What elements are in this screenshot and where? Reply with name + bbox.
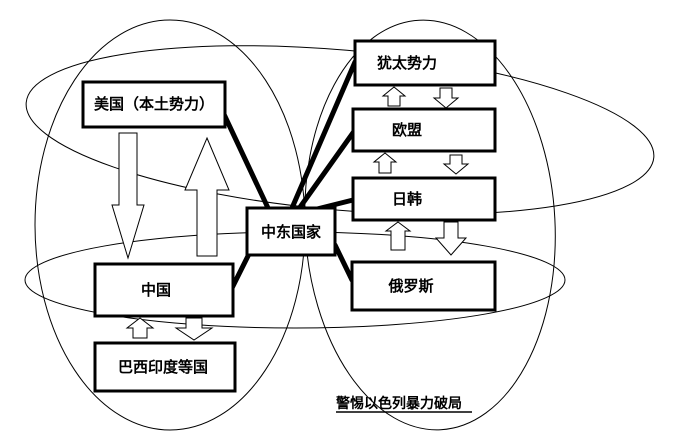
arrow-up-japan-korea-to-eu [372, 152, 398, 174]
line-middle-east-eu [295, 127, 358, 213]
arrow-down-usa-to-china [111, 132, 145, 260]
label-japan-korea: 日韩 [392, 190, 422, 208]
line-china-middle-east [229, 249, 253, 291]
box-middle-east [245, 206, 337, 257]
arrow-up-china-to-usa [184, 136, 230, 257]
arrows [111, 86, 470, 341]
box-brazil-india [93, 341, 237, 393]
arrow-down-eu-to-japan-korea [442, 154, 470, 175]
box-china [93, 262, 235, 318]
arrow-up-eu-to-jewish [381, 86, 407, 107]
label-russia: 俄罗斯 [387, 277, 433, 295]
line-middle-east-jewish [289, 59, 358, 211]
arrow-down-china-to-brazil [174, 317, 214, 341]
label-brazil-india: 巴西印度等国 [118, 358, 208, 376]
line-middle-east-russia [332, 242, 355, 283]
box-usa [81, 80, 227, 129]
box-eu [351, 107, 497, 153]
line-usa-middle-east [219, 107, 271, 211]
arrow-up-russia-to-japan-korea [384, 221, 412, 251]
label-usa: 美国（本土势力） [94, 95, 214, 113]
label-jewish-power: 犹太势力 [377, 54, 437, 72]
label-middle-east: 中东国家 [261, 223, 321, 241]
arrow-up-brazil-to-china [125, 317, 155, 339]
box-russia [350, 260, 497, 312]
label-china: 中国 [141, 281, 171, 299]
node-boxes [81, 39, 497, 393]
arrow-down-jewish-to-eu [432, 87, 460, 109]
label-eu: 欧盟 [392, 121, 422, 139]
box-jewish-power [353, 39, 497, 87]
arrow-down-japan-korea-to-russia [434, 221, 468, 256]
box-japan-korea [351, 176, 497, 222]
caption: 警惕以色列暴力破局 [336, 395, 462, 412]
